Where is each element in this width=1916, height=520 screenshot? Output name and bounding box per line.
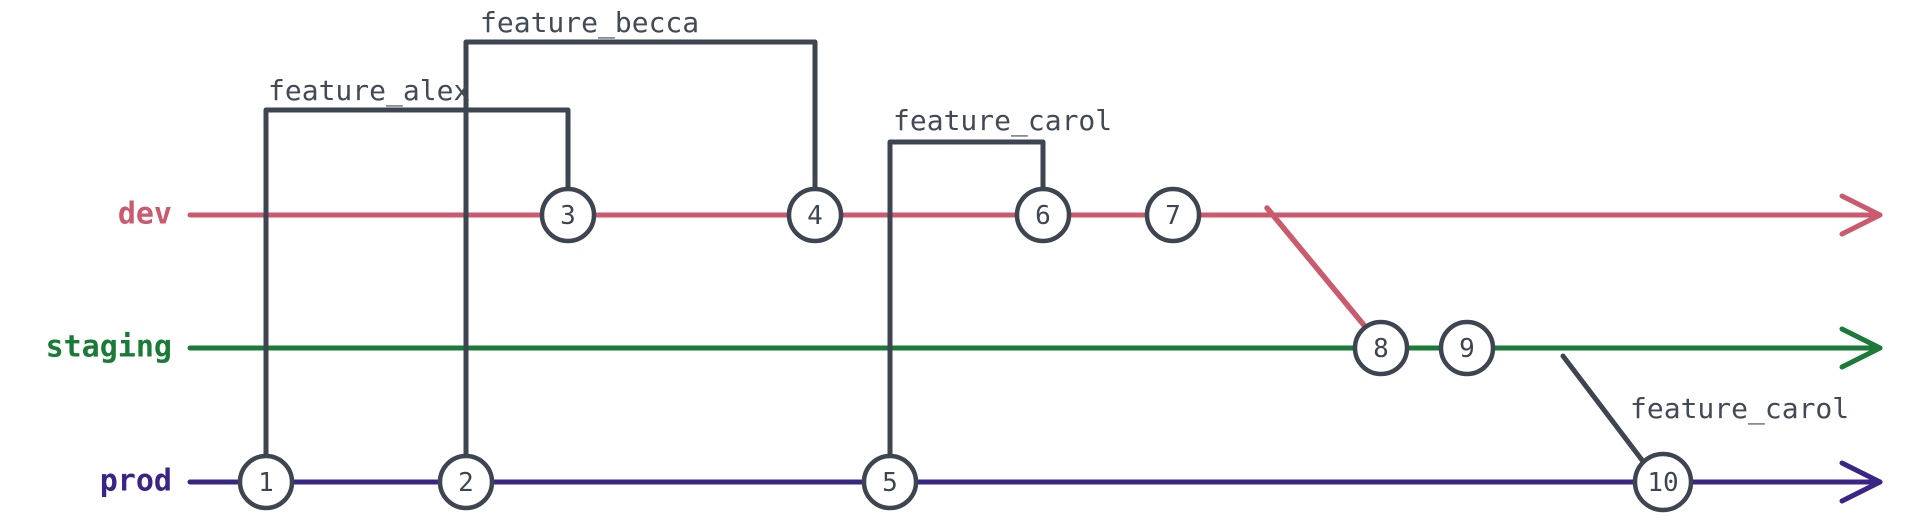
feature-label-feature_becca: feature_becca [480,6,699,40]
commit-circle-1[interactable] [237,453,295,511]
feature-path-feature_alex [263,107,571,459]
commit-circle-5[interactable] [861,453,919,511]
commit-node-5[interactable]: 5 [861,453,919,511]
feature-path-feature_becca [463,39,818,459]
commit-circle-6[interactable] [1014,186,1072,244]
feature-path-feature_carol_merge_prod [1560,353,1648,467]
branch-arrow-prod [1839,460,1883,504]
feature-label-feature_carol: feature_carol [893,104,1112,138]
commit-node-8[interactable]: 8 [1352,319,1410,377]
feature-label-feature_carol_merge_prod: feature_carol [1630,392,1849,426]
commit-circle-4[interactable] [786,186,844,244]
commit-node-7[interactable]: 7 [1144,186,1202,244]
commit-node-1[interactable]: 1 [237,453,295,511]
commit-nodes-group: 1 2 3 4 5 6 7 8 9 10 [237,186,1694,513]
branch-label-dev: dev [118,197,172,232]
feature-path-feature_carol [887,139,1046,459]
commit-node-9[interactable]: 9 [1438,319,1496,377]
merge-path-dev-to-staging [1264,205,1371,333]
feature-labels-group: feature_alexfeature_beccafeature_carolfe… [268,6,1849,426]
commit-label-9: 9 [1459,334,1475,364]
commit-node-6[interactable]: 6 [1014,186,1072,244]
commit-label-3: 3 [560,201,576,231]
commit-label-5: 5 [882,468,898,498]
feature-paths-group [263,39,1648,467]
commit-label-1: 1 [258,468,274,498]
commit-node-4[interactable]: 4 [786,186,844,244]
branch-label-staging: staging [46,330,172,365]
commit-circle-10[interactable] [1632,451,1694,513]
commit-circle-7[interactable] [1144,186,1202,244]
commit-circle-3[interactable] [539,186,597,244]
branch-label-prod: prod [100,464,172,499]
commit-label-2: 2 [458,468,474,498]
commit-node-3[interactable]: 3 [539,186,597,244]
branch-arrow-staging [1839,326,1883,370]
merge-paths-group [1264,205,1371,333]
commit-circle-9[interactable] [1438,319,1496,377]
branch-labels-group: dev staging prod [46,197,172,499]
commit-label-4: 4 [807,201,823,231]
commit-label-6: 6 [1035,201,1051,231]
commit-label-10: 10 [1647,468,1678,498]
commit-label-7: 7 [1165,201,1181,231]
feature-label-feature_alex: feature_alex [268,74,470,108]
commit-node-2[interactable]: 2 [437,453,495,511]
commit-circle-2[interactable] [437,453,495,511]
commit-node-10[interactable]: 10 [1632,451,1694,513]
branch-arrow-dev [1839,193,1883,237]
commit-circle-8[interactable] [1352,319,1410,377]
commit-label-8: 8 [1373,334,1389,364]
